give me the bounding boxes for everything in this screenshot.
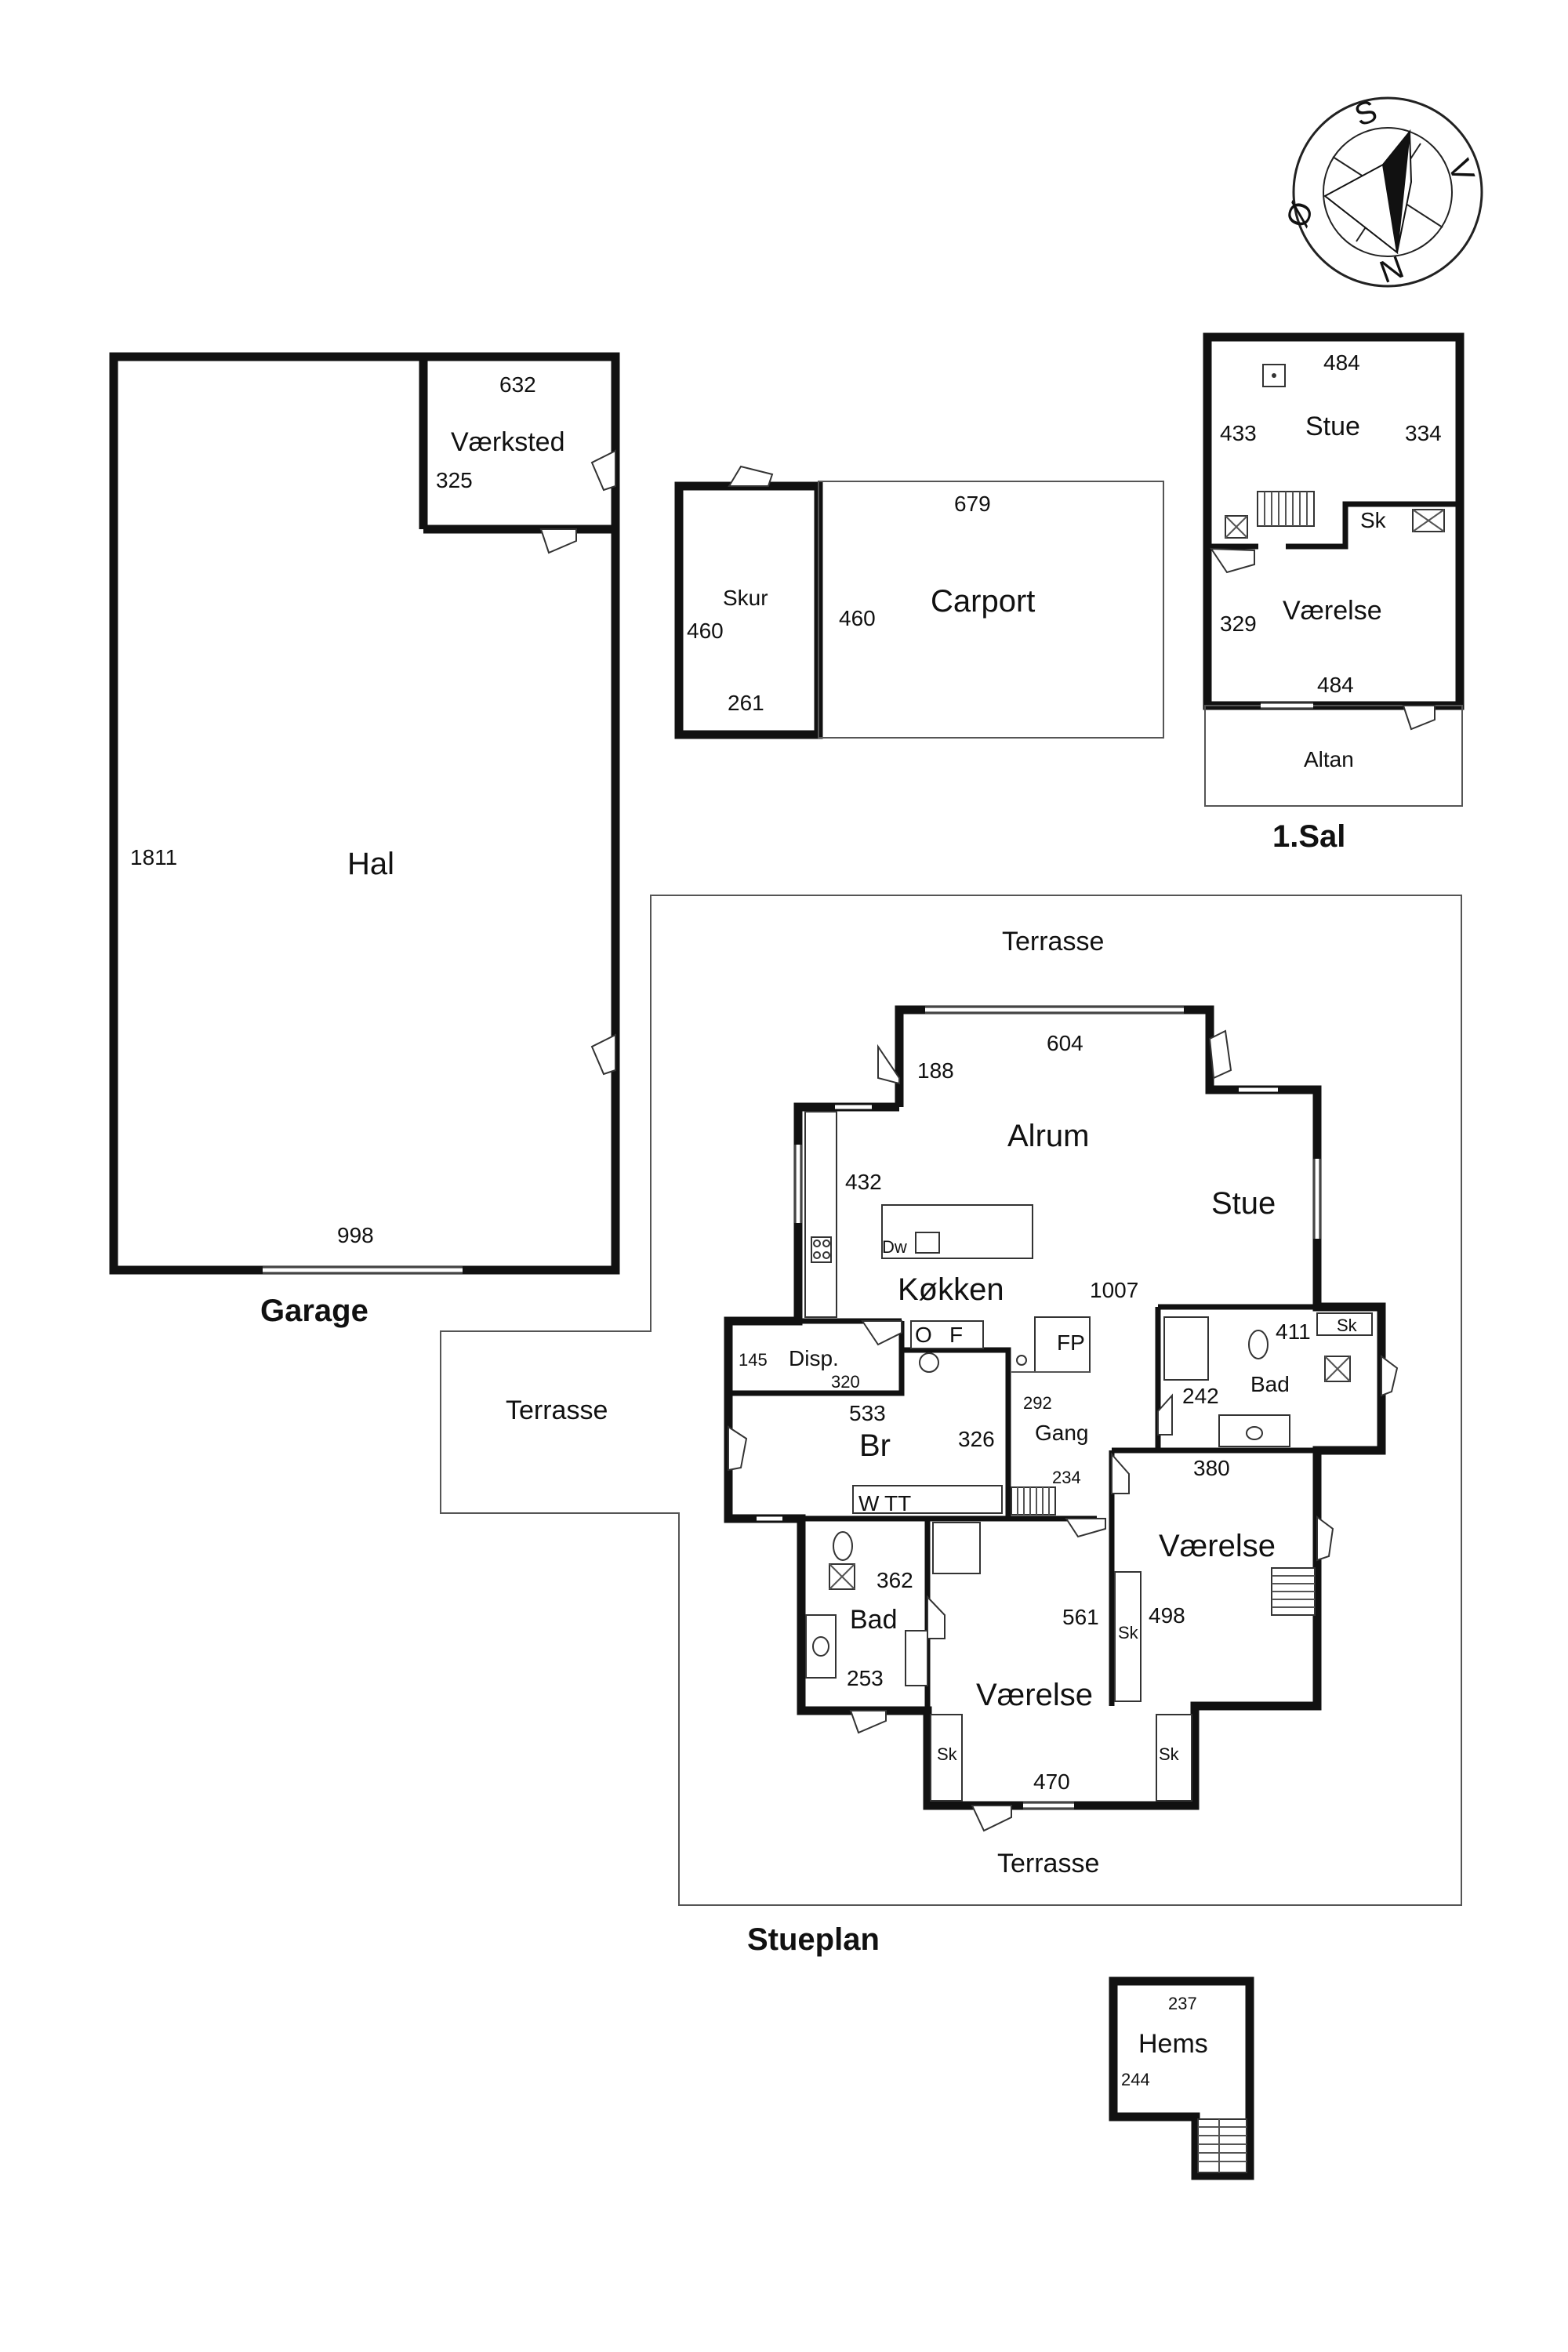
fixture-label-sk: Sk: [1159, 1744, 1180, 1764]
room-label-gang: Gang: [1035, 1421, 1089, 1445]
dimension-label: 244: [1121, 2070, 1150, 2089]
dimension-label: 411: [1276, 1319, 1311, 1344]
fixture-label-sk: Sk: [1118, 1623, 1139, 1642]
door: [861, 1320, 902, 1346]
dimension-label: 237: [1168, 1994, 1197, 2013]
dimension-label: 234: [1052, 1468, 1081, 1487]
dimension-label: 145: [739, 1350, 768, 1370]
dimension-label: 329: [1220, 612, 1257, 636]
hems: 237 Hems 244: [1109, 1976, 1254, 2180]
dimension-label: 433: [1220, 421, 1257, 445]
dimension-label: 460: [687, 619, 724, 643]
dimension-label: 261: [728, 691, 764, 715]
room-label-vaerelse: Værelse: [1283, 596, 1382, 626]
door: [539, 528, 577, 554]
door: [1157, 1393, 1173, 1436]
room-label-stue: Stue: [1211, 1186, 1276, 1221]
door: [849, 1710, 887, 1734]
room-label-hal: Hal: [347, 847, 394, 881]
room-label-alrum: Alrum: [1007, 1119, 1089, 1153]
section-title-ground-floor: Stueplan: [747, 1922, 880, 1957]
door: [971, 1805, 1012, 1832]
door: [590, 449, 616, 492]
room-label-vaerelse-bottom: Værelse: [976, 1678, 1093, 1712]
dimension-label: 320: [831, 1372, 860, 1392]
dimension-label: 325: [436, 468, 473, 492]
dimension-label: 484: [1323, 350, 1360, 375]
door: [927, 1595, 946, 1639]
dimension-label: 292: [1023, 1393, 1052, 1413]
terrace-label-left: Terrasse: [506, 1396, 608, 1425]
room-label-carport: Carport: [931, 584, 1035, 619]
dimension-label: 432: [845, 1170, 882, 1194]
ground-floor: Terrasse Terrasse Terrasse 604 188 Alrum…: [440, 895, 1462, 1957]
dimension-label: 380: [1193, 1456, 1230, 1480]
compass: S V N Ø: [1279, 93, 1483, 290]
door: [1381, 1355, 1399, 1397]
room-label-stue: Stue: [1305, 412, 1360, 441]
door: [1210, 547, 1255, 574]
door: [728, 1425, 748, 1472]
dimension-label: 533: [849, 1401, 886, 1425]
dimension-label: 632: [499, 372, 536, 397]
dimension-label: 561: [1062, 1605, 1099, 1629]
door: [1111, 1452, 1130, 1494]
room-label-kokken: Køkken: [898, 1272, 1004, 1307]
fixture-label-tt: TT: [884, 1491, 911, 1515]
first-floor: 484 Stue 433 334 Sk Værelse 329 484 Alta…: [1203, 332, 1465, 854]
room-label-vaerksted: Værksted: [451, 427, 565, 457]
door: [877, 1044, 900, 1085]
fixture-label-f: F: [949, 1323, 963, 1347]
door: [1065, 1518, 1106, 1538]
door: [590, 1033, 616, 1076]
fixture-label-sk: Sk: [937, 1744, 958, 1764]
garage-building: Værksted 632 325 Hal 1811 998 Garage: [109, 352, 620, 1328]
dimension-label: 242: [1182, 1384, 1219, 1408]
room-label-disp: Disp.: [789, 1346, 839, 1370]
door: [1402, 705, 1436, 731]
room-label-vaerelse-right: Værelse: [1159, 1529, 1276, 1563]
dimension-label: 484: [1317, 673, 1354, 697]
door: [1316, 1515, 1334, 1562]
section-title-garage: Garage: [260, 1294, 368, 1328]
door: [1208, 1029, 1232, 1080]
room-label-skur: Skur: [723, 586, 768, 610]
fixture-label-sk: Sk: [1360, 508, 1387, 532]
fixture-label-fp: FP: [1057, 1330, 1085, 1355]
fixture-label-sk: Sk: [1337, 1316, 1358, 1335]
dimension-label: 334: [1405, 421, 1442, 445]
fixture-label-dw: Dw: [882, 1237, 907, 1257]
room-label-br: Br: [859, 1428, 891, 1463]
room-label-altan: Altan: [1304, 747, 1354, 771]
dimension-label: 679: [954, 492, 991, 516]
compass-needle-south: [1396, 131, 1413, 253]
room-label-bad-left: Bad: [850, 1605, 898, 1635]
section-title-first-floor: 1.Sal: [1272, 819, 1345, 854]
dimension-label: 1007: [1090, 1278, 1138, 1302]
fixture-label-o: O: [915, 1323, 932, 1347]
door: [728, 465, 774, 487]
carport-building: Skur 460 261 Carport 679 460: [674, 465, 1164, 739]
dimension-label: 1811: [130, 845, 177, 869]
dimension-label: 362: [877, 1568, 913, 1592]
dimension-label: 604: [1047, 1031, 1083, 1055]
dimension-label: 253: [847, 1666, 884, 1690]
dimension-label: 498: [1149, 1603, 1185, 1628]
fixture-label-w: W: [858, 1491, 880, 1515]
dimension-label: 326: [958, 1427, 995, 1451]
room-label-bad-right: Bad: [1250, 1372, 1290, 1396]
dimension-label: 460: [839, 606, 876, 630]
dimension-label: 188: [917, 1058, 954, 1083]
dimension-label: 470: [1033, 1769, 1070, 1794]
room-label-hems: Hems: [1138, 2029, 1208, 2059]
terrace-label-top: Terrasse: [1002, 927, 1104, 956]
terrace-label-bottom: Terrasse: [997, 1849, 1099, 1878]
dimension-label: 998: [337, 1223, 374, 1247]
